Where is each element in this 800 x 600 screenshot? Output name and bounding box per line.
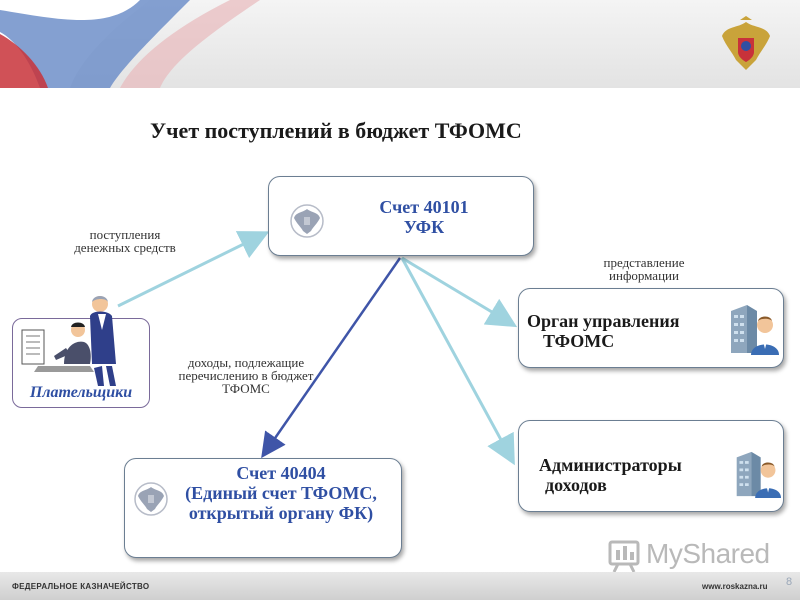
acc40404-line3: открытый органу ФК) [188, 503, 374, 523]
acc40404-text: Счет 40404 (Единый счет ТФОМС, открытый … [163, 463, 399, 523]
office-building-person-icon [731, 305, 779, 355]
organ-text: Орган управления ТФОМС [527, 311, 727, 351]
ufk-line2: УФК [403, 217, 445, 237]
label-income-line3: ТФОМС [222, 381, 270, 396]
node-account-40404: Счет 40404 (Единый счет ТФОМС, открытый … [124, 458, 402, 558]
eagle-seal-icon [290, 204, 324, 238]
label-payments-line1: поступления [89, 227, 161, 242]
arrow-ufk-to-admin [400, 257, 515, 466]
node-revenue-administrators: Администраторы доходов [518, 420, 784, 512]
watermark-text: MyShared [646, 538, 770, 569]
organ-line1: Орган управления [527, 311, 680, 331]
arrow-ufk-to-organ [401, 256, 518, 328]
acc40404-line1: Счет 40404 [236, 463, 326, 483]
page-number: 8 [786, 576, 793, 588]
node-organ-tfoms: Орган управления ТФОМС [518, 288, 784, 368]
page-title: Учет поступлений в бюджет ТФОМС [150, 118, 522, 143]
payer-people-illustration-icon [21, 296, 116, 386]
double-headed-eagle-emblem-icon [722, 16, 770, 70]
admin-text: Администраторы доходов [539, 455, 729, 495]
footer-bar [0, 572, 800, 600]
myshared-logo-icon [608, 540, 640, 573]
label-payments: поступления денежных средств [56, 228, 194, 254]
footer-organization: ФЕДЕРАЛЬНОЕ КАЗНАЧЕЙСТВО [12, 582, 150, 591]
label-income-line1: доходы, подлежащие [187, 355, 305, 370]
eagle-seal-icon [134, 482, 168, 516]
footer-website-link[interactable]: www.roskazna.ru [702, 582, 768, 591]
header-band [0, 0, 800, 88]
label-info-line1: представление [603, 255, 685, 270]
label-payments-line2: денежных средств [74, 240, 176, 255]
russian-flag-wave [0, 0, 260, 88]
node-account-40101-ufk: Счет 40101 УФК [268, 176, 534, 256]
acc40404-line2: (Единый счет ТФОМС, [185, 483, 377, 503]
office-building-person-icon [736, 451, 781, 498]
ufk-line1: Счет 40101 [379, 197, 469, 217]
admin-line1: Администраторы [539, 455, 682, 475]
label-info: представление информации [584, 256, 704, 282]
payers-label: Плательщики [29, 384, 133, 401]
ufk-text: Счет 40101 УФК [329, 197, 519, 237]
admin-line2: доходов [545, 475, 607, 495]
label-info-line2: информации [609, 268, 679, 283]
label-income-line2: перечислению в бюджет [178, 368, 314, 383]
label-income: доходы, подлежащие перечислению в бюджет… [160, 356, 332, 395]
organ-line2: ТФОМС [543, 331, 615, 351]
